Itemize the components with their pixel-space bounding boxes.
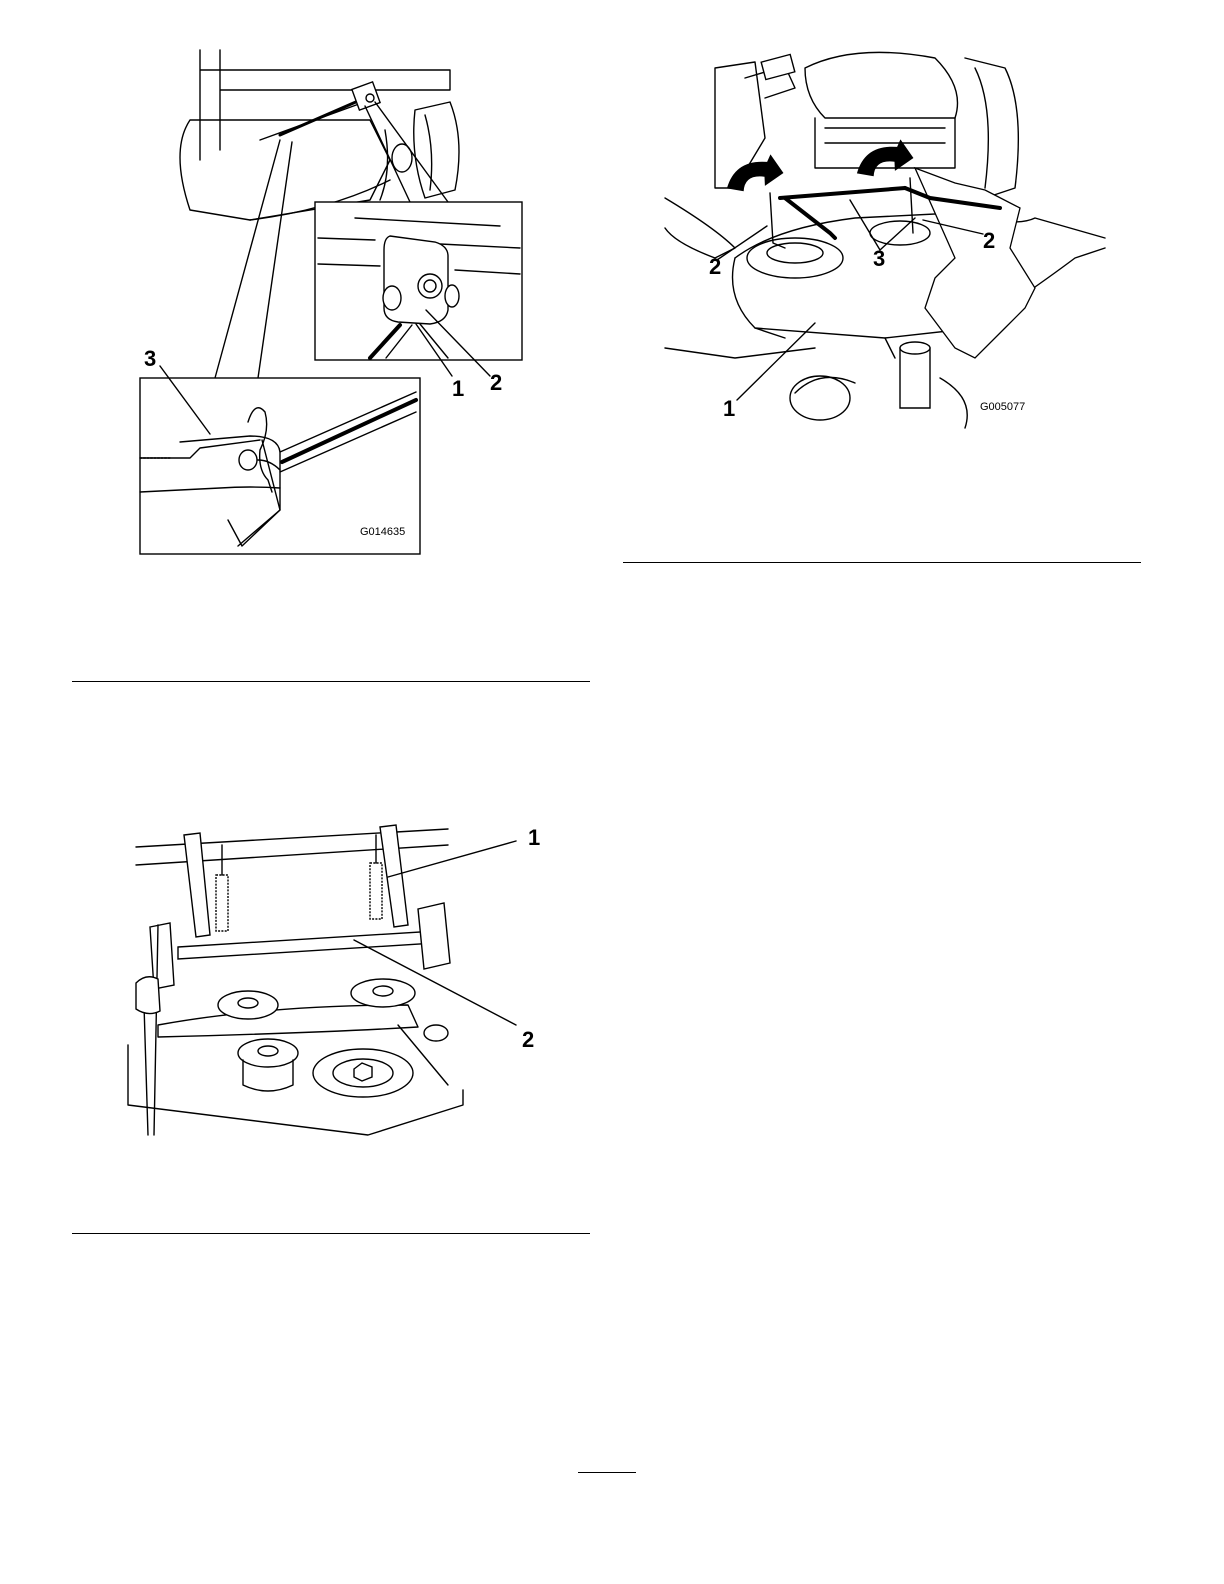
callout-label: 2 (490, 370, 502, 395)
figure-deck-lift-link: 1 2 3 G014635 (130, 40, 580, 560)
figure-deck-lift-bar-illustration: 1 2 2 3 G005077 (655, 48, 1115, 448)
figure-separator (623, 562, 1141, 563)
page-footer-rule (578, 1472, 636, 1473)
figure-code: G014635 (360, 526, 405, 538)
callout-label: 1 (723, 396, 735, 421)
figure-deck-lift-link-illustration: 1 2 3 G014635 (130, 40, 580, 560)
callout-label: 2 (709, 254, 721, 279)
callout-label: 1 (528, 825, 540, 850)
figure-separator (72, 681, 590, 682)
callout-label: 1 (452, 376, 464, 401)
figure-deck-lift-bar: 1 2 2 3 G005077 (655, 48, 1115, 448)
figure-code: G005077 (980, 401, 1025, 413)
callout-label: 2 (522, 1027, 534, 1052)
figure-springs-shaft-illustration: 1 2 (118, 815, 558, 1145)
figure-springs-shaft: 1 2 (118, 815, 558, 1145)
callout-label: 2 (983, 228, 995, 253)
callout-label: 3 (144, 346, 156, 371)
callout-label: 3 (873, 246, 885, 271)
figure-separator (72, 1233, 590, 1234)
